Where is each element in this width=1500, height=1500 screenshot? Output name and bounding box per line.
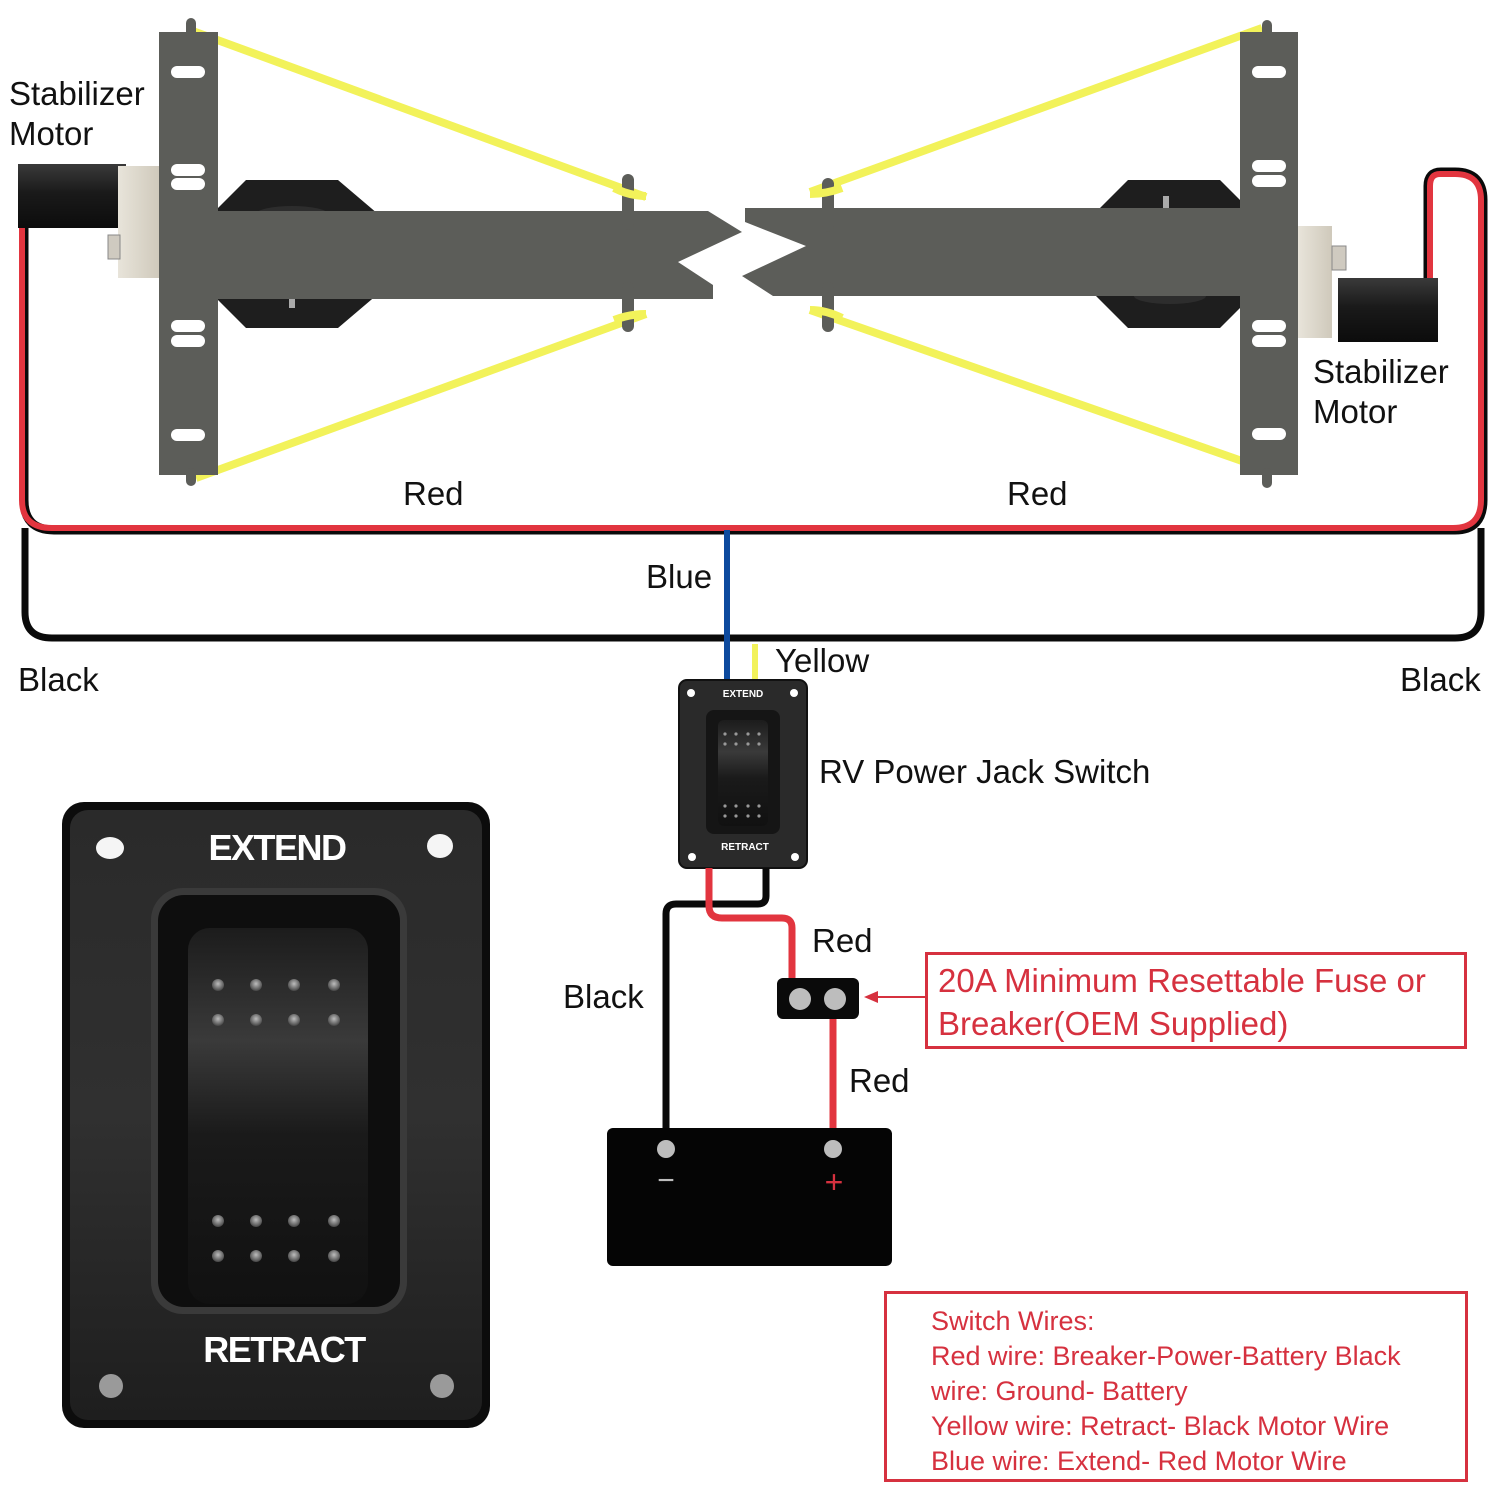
fuse-callout-line1: 20A Minimum Resettable Fuse or bbox=[938, 962, 1426, 999]
small-switch-extend-label: EXTEND bbox=[723, 689, 764, 700]
blue-wire-label: Blue bbox=[646, 558, 713, 595]
battery-positive-symbol: + bbox=[825, 1164, 844, 1200]
mount-hole-bottom-right bbox=[430, 1374, 454, 1398]
notes-line-blue: Blue wire: Extend- Red Motor Wire bbox=[931, 1446, 1347, 1476]
large-switch-extend-label: EXTEND bbox=[208, 827, 346, 868]
right-stabilizer-jack bbox=[742, 20, 1438, 488]
switch-name-label: RV Power Jack Switch bbox=[819, 753, 1151, 790]
black-wire-right-label: Black bbox=[1400, 661, 1481, 698]
left-motor-body bbox=[18, 164, 126, 228]
right-motor-label: Stabilizer Motor bbox=[1313, 352, 1449, 431]
black-wire-left-label: Black bbox=[18, 661, 99, 698]
mount-hole-bottom-left bbox=[99, 1374, 123, 1398]
mount-hole-top-left bbox=[96, 837, 124, 859]
yellow-wire-label: Yellow bbox=[775, 642, 870, 679]
red-power-wire bbox=[705, 868, 796, 980]
fuse-callout-line2: Breaker(OEM Supplied) bbox=[938, 1005, 1289, 1042]
notes-line-title: Switch Wires: bbox=[931, 1306, 1095, 1336]
large-switch-retract-label: RETRACT bbox=[203, 1329, 366, 1370]
small-switch-retract-label: RETRACT bbox=[721, 842, 769, 853]
notes-line-black: wire: Ground- Battery bbox=[931, 1376, 1188, 1406]
battery-negative-terminal bbox=[657, 1140, 675, 1158]
battery: − + bbox=[607, 1128, 892, 1266]
fuse-breaker bbox=[777, 978, 859, 1019]
red-motor-wire bbox=[19, 167, 1488, 535]
red-wire-right-label: Red bbox=[1007, 475, 1068, 512]
large-switch-closeup: EXTEND RETRACT bbox=[62, 802, 490, 1428]
rocker-dots bbox=[212, 979, 340, 1262]
left-stabilizer-jack bbox=[18, 18, 742, 486]
left-motor-label-line2: Motor bbox=[9, 114, 94, 152]
battery-positive-terminal bbox=[824, 1140, 842, 1158]
right-gearbox bbox=[1298, 226, 1332, 338]
left-motor-label: Stabilizer Motor bbox=[9, 74, 145, 153]
switch-wires-notes-box: Switch Wires: Red wire: Breaker-Power-Ba… bbox=[884, 1291, 1468, 1482]
red-fuse-wire-label: Red bbox=[812, 922, 873, 959]
rv-power-jack-switch[interactable]: EXTEND RETRACT bbox=[678, 679, 808, 869]
mount-hole-top-right bbox=[427, 834, 453, 858]
black-motor-wire bbox=[21, 528, 1485, 642]
red-battery-wire-label: Red bbox=[849, 1062, 910, 1099]
black-ground-wire bbox=[662, 868, 770, 1130]
fuse-callout-box: 20A Minimum Resettable Fuse or Breaker(O… bbox=[925, 952, 1467, 1049]
right-motor-label-line1: Stabilizer bbox=[1313, 353, 1449, 390]
arrow-left-icon bbox=[864, 991, 925, 1003]
red-wire-left-label: Red bbox=[403, 475, 464, 512]
left-motor-label-line1: Stabilizer bbox=[9, 75, 145, 112]
right-motor-body bbox=[1338, 278, 1438, 342]
notes-line-red: Red wire: Breaker-Power-Battery Black bbox=[931, 1341, 1401, 1371]
black-ground-wire-label: Black bbox=[563, 978, 644, 1015]
battery-negative-symbol: − bbox=[657, 1164, 675, 1197]
right-motor-label-line2: Motor bbox=[1313, 392, 1398, 430]
notes-line-yellow: Yellow wire: Retract- Black Motor Wire bbox=[931, 1411, 1390, 1441]
left-gearbox bbox=[118, 166, 160, 278]
